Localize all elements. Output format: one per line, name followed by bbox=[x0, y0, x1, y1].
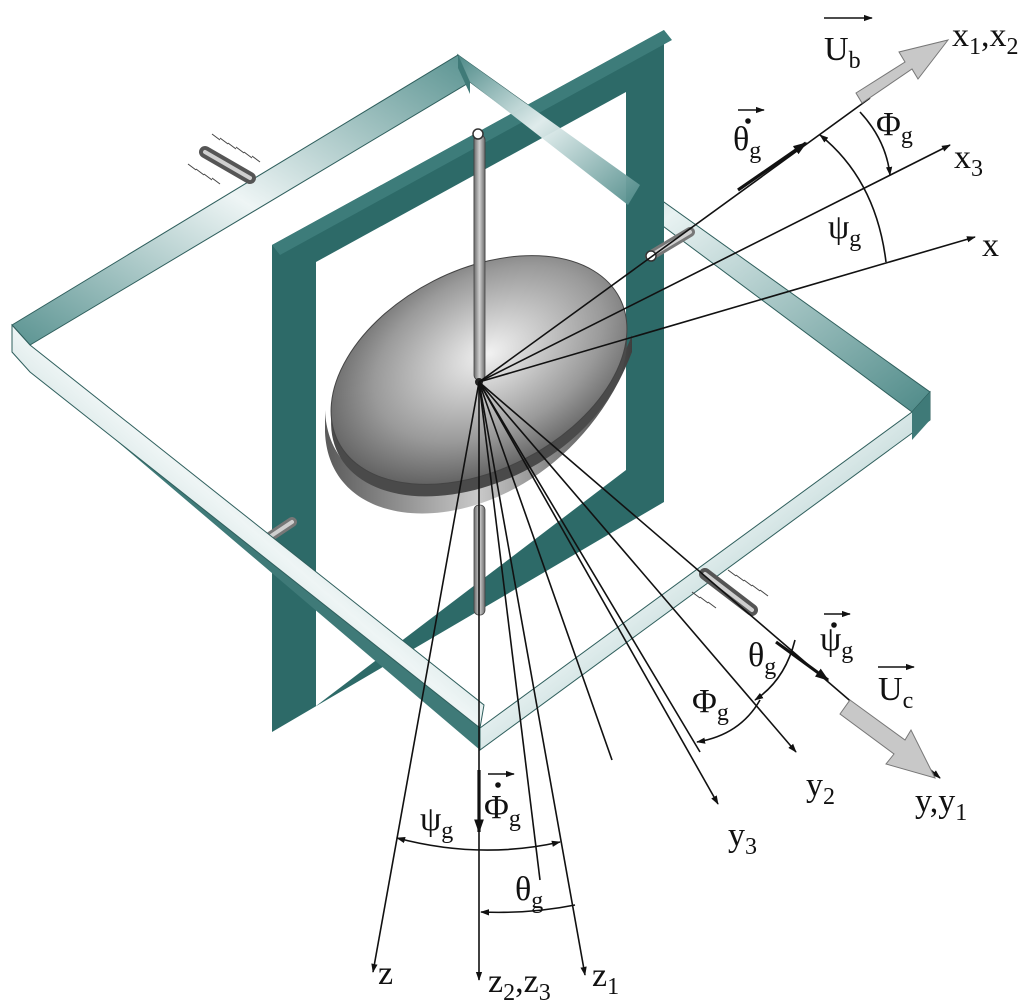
phi-arc-top bbox=[859, 111, 893, 176]
support-bearing-top-left bbox=[187, 133, 261, 185]
theta-dot-mark bbox=[745, 118, 751, 124]
psi-dot-vector bbox=[775, 640, 830, 682]
label-theta-dot: θg bbox=[733, 121, 761, 164]
label-x: x bbox=[982, 227, 999, 264]
label-phi-top: Φg bbox=[876, 106, 913, 149]
label-y3: y3 bbox=[728, 817, 757, 860]
label-x3: x3 bbox=[954, 139, 983, 182]
theta-arc-right bbox=[754, 639, 796, 701]
phi-dot-mark bbox=[495, 782, 501, 788]
label-ub: Ub bbox=[824, 31, 861, 74]
ub-arrow bbox=[855, 39, 950, 104]
theta-dot-vector bbox=[737, 141, 808, 192]
label-x1-x2: x1,x2 bbox=[952, 17, 1019, 60]
label-psi-dot: ψg bbox=[820, 621, 853, 664]
psi-arc-bottom bbox=[396, 837, 561, 851]
label-uc: Uc bbox=[878, 671, 913, 714]
label-psi-top: ψg bbox=[828, 209, 861, 252]
psi-dot-mark bbox=[831, 622, 837, 628]
uc-arrow bbox=[839, 699, 936, 779]
phi-arc-right bbox=[696, 699, 761, 744]
label-phi-right: Φg bbox=[692, 683, 729, 726]
label-y2: y2 bbox=[806, 767, 835, 810]
label-z1: z1 bbox=[592, 957, 619, 1000]
label-y-y1: y,y1 bbox=[915, 783, 967, 826]
label-z2-z3: z2,z3 bbox=[488, 963, 551, 1004]
theta-arc-bottom bbox=[480, 904, 576, 916]
rotor-disk bbox=[325, 128, 632, 616]
label-theta-bottom: θg bbox=[515, 871, 543, 914]
support-bearing-bottom-right bbox=[691, 568, 769, 616]
label-psi-bottom: ψg bbox=[420, 801, 453, 844]
psi-arc-top bbox=[819, 134, 887, 263]
outer-gimbal-top-right bbox=[458, 55, 640, 205]
label-z: z bbox=[378, 955, 393, 992]
label-theta-right: θg bbox=[748, 637, 776, 680]
label-phi-dot: Φg bbox=[484, 789, 521, 832]
